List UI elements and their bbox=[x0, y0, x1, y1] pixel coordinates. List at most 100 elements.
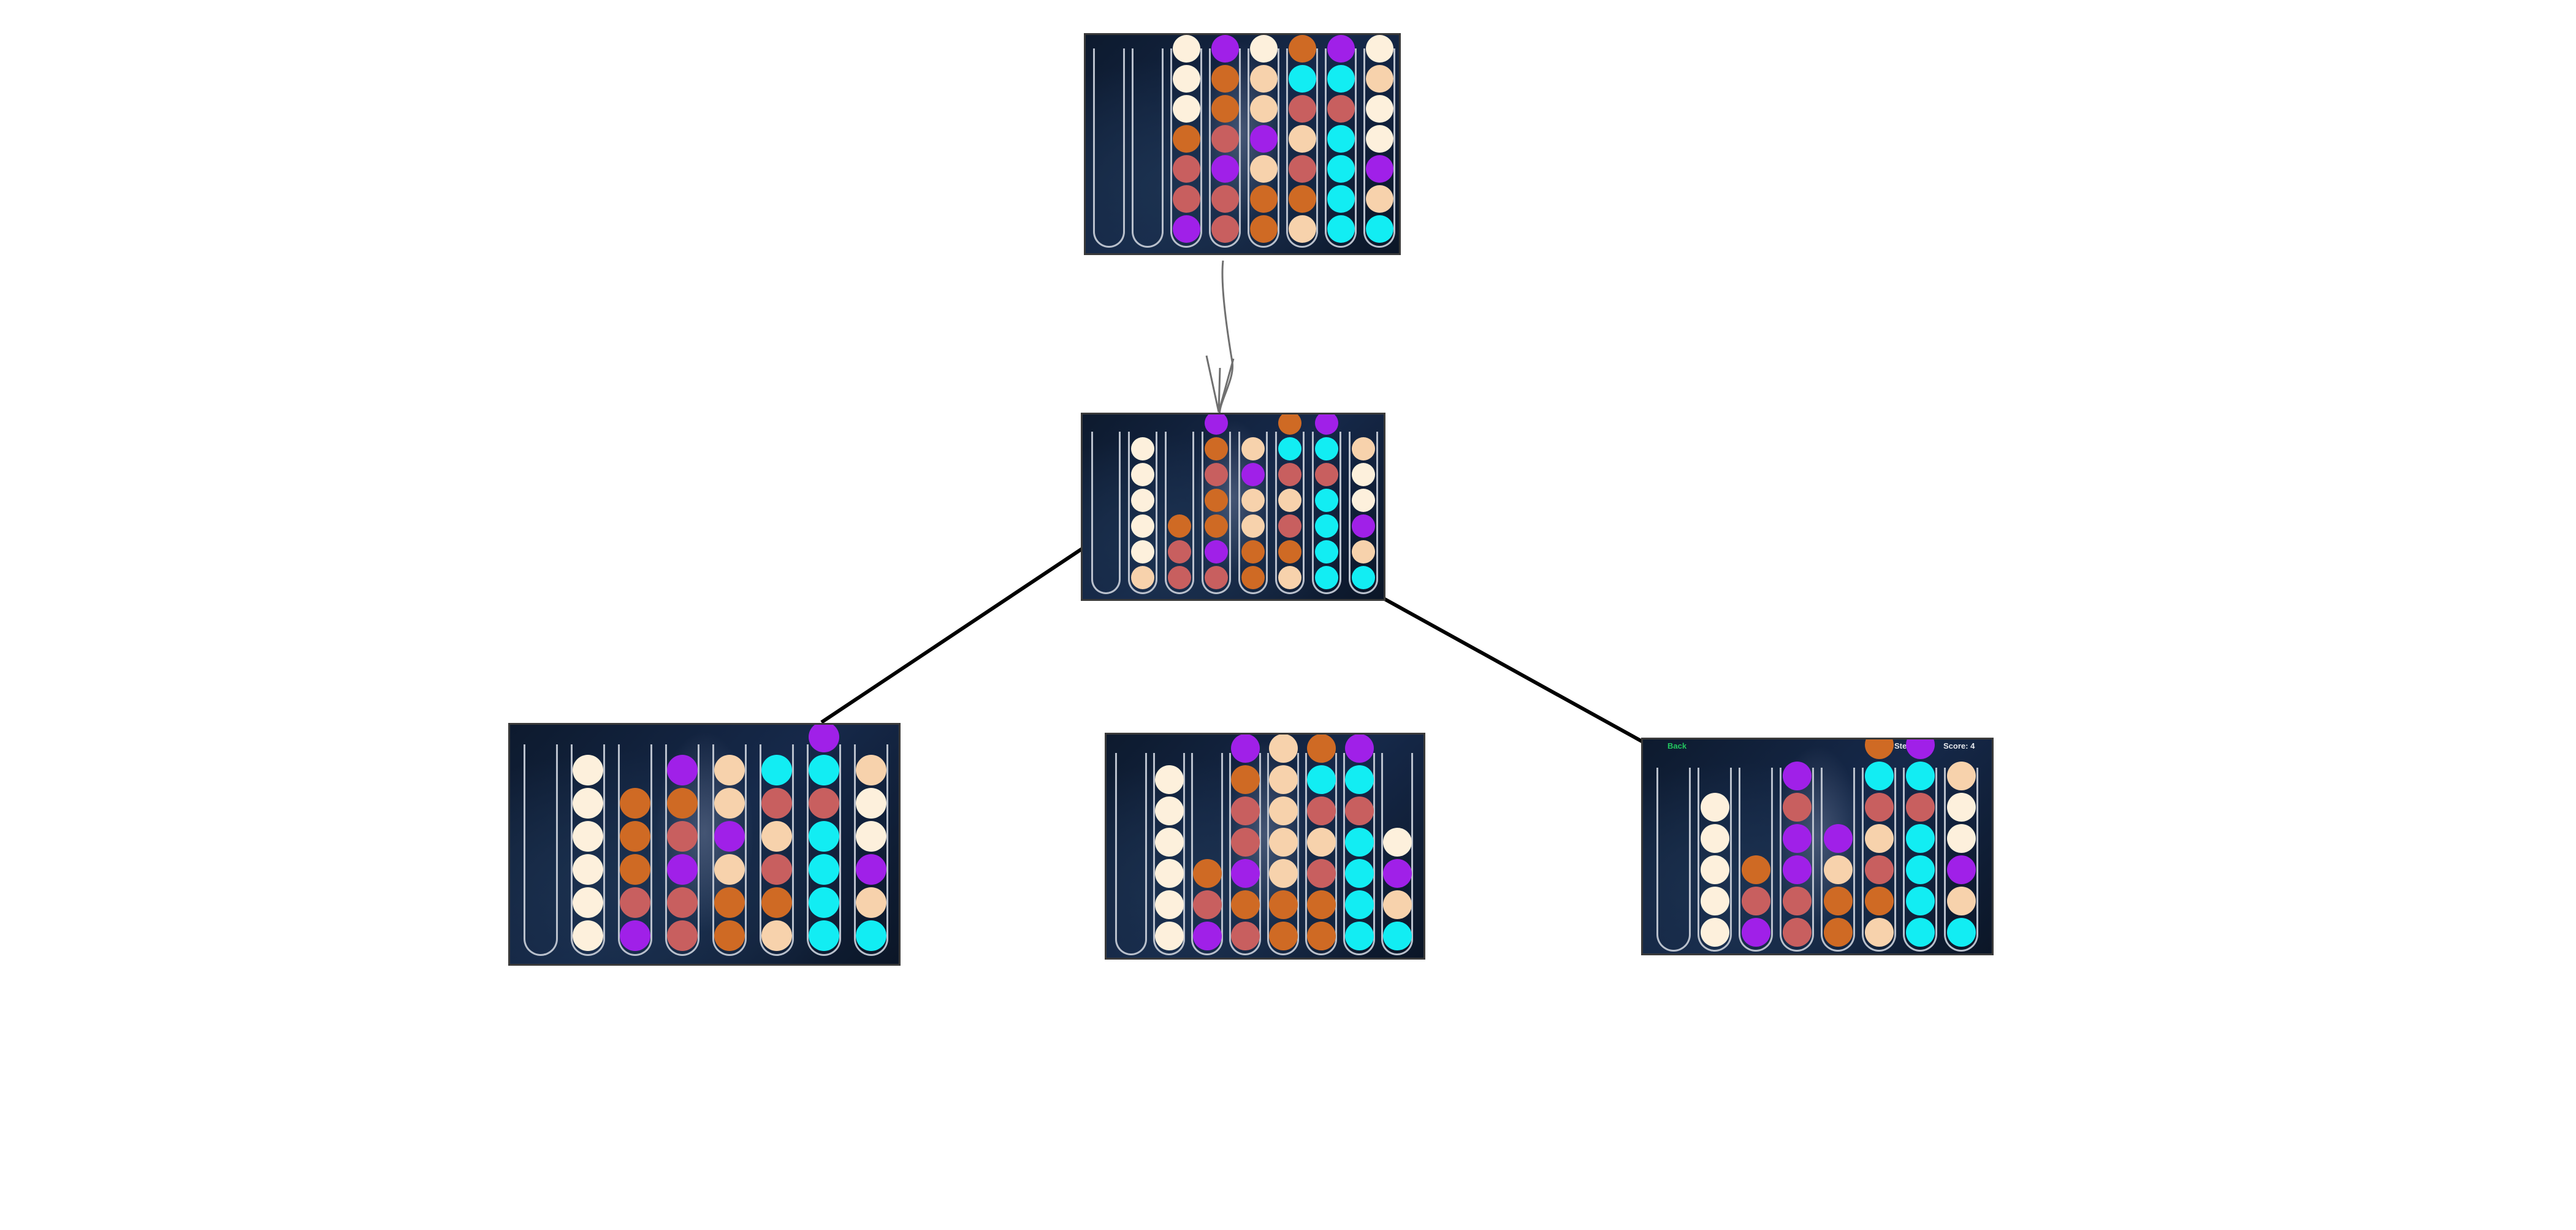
tube[interactable] bbox=[571, 744, 605, 956]
tube[interactable] bbox=[807, 744, 841, 956]
tube[interactable] bbox=[1363, 48, 1395, 248]
ball-cream bbox=[573, 788, 603, 819]
ball-purple bbox=[1205, 414, 1228, 435]
ball-orange bbox=[1278, 540, 1301, 563]
ball-rose bbox=[1315, 463, 1338, 486]
ball-cream bbox=[1154, 796, 1184, 825]
ball-cyan bbox=[1315, 514, 1338, 538]
ball-purple bbox=[1211, 155, 1239, 183]
tube[interactable] bbox=[1229, 753, 1261, 955]
tube[interactable] bbox=[1944, 768, 1978, 952]
ball-purple bbox=[1327, 35, 1355, 63]
ball-cyan bbox=[1327, 65, 1355, 93]
tube[interactable] bbox=[1128, 432, 1157, 594]
ball-purple bbox=[667, 755, 698, 785]
score-counter: Score: 4 bbox=[1943, 741, 1975, 751]
ball-peach bbox=[856, 755, 886, 785]
tube[interactable] bbox=[1132, 48, 1164, 248]
ball-cyan bbox=[809, 755, 839, 785]
tube[interactable] bbox=[1381, 753, 1413, 955]
tube[interactable] bbox=[1286, 48, 1318, 248]
edge-left bbox=[820, 547, 1083, 724]
tube[interactable] bbox=[1209, 48, 1241, 248]
ball-cream bbox=[1131, 463, 1154, 486]
tube[interactable] bbox=[712, 744, 747, 956]
tube[interactable] bbox=[1170, 48, 1202, 248]
ball-orange bbox=[1249, 215, 1278, 243]
tube[interactable] bbox=[1698, 768, 1732, 952]
ball-purple bbox=[1352, 514, 1375, 538]
ball-rose bbox=[1306, 796, 1336, 825]
ball-purple bbox=[1249, 125, 1278, 153]
tube[interactable] bbox=[1248, 48, 1279, 248]
ball-purple bbox=[1946, 855, 1976, 884]
tube[interactable] bbox=[665, 744, 699, 956]
ball-peach bbox=[1365, 65, 1393, 93]
ball-orange bbox=[1241, 540, 1265, 563]
ball-rose bbox=[1864, 793, 1894, 822]
tube[interactable] bbox=[1312, 432, 1341, 594]
tube[interactable] bbox=[1739, 768, 1773, 952]
tube[interactable] bbox=[1903, 768, 1937, 952]
tube[interactable] bbox=[1349, 432, 1378, 594]
ball-purple bbox=[1365, 155, 1393, 183]
ball-cyan bbox=[1905, 918, 1935, 947]
ball-rose bbox=[1211, 125, 1239, 153]
ball-cyan bbox=[1905, 887, 1935, 915]
ball-peach bbox=[1241, 437, 1265, 460]
ball-cyan bbox=[1905, 762, 1935, 790]
tube[interactable] bbox=[1115, 753, 1147, 955]
tube[interactable] bbox=[1821, 768, 1855, 952]
tube[interactable] bbox=[1165, 432, 1194, 594]
tube[interactable] bbox=[1091, 432, 1121, 594]
tube[interactable] bbox=[1202, 432, 1231, 594]
ball-cyan bbox=[1315, 566, 1338, 589]
ball-peach bbox=[1268, 859, 1298, 888]
tube[interactable] bbox=[1191, 753, 1223, 955]
ball-purple bbox=[1782, 824, 1812, 853]
tube[interactable] bbox=[1153, 753, 1185, 955]
tube[interactable] bbox=[1343, 753, 1375, 955]
ball-cream bbox=[856, 821, 886, 852]
ball-peach bbox=[761, 920, 792, 951]
ball-rose bbox=[1168, 540, 1191, 563]
tube[interactable] bbox=[1325, 48, 1357, 248]
ball-rose bbox=[1211, 185, 1239, 213]
ball-cyan bbox=[1864, 762, 1894, 790]
ball-orange bbox=[667, 788, 698, 819]
ball-purple bbox=[856, 854, 886, 885]
tube[interactable] bbox=[854, 744, 888, 956]
ball-cream bbox=[1382, 828, 1412, 857]
ball-orange bbox=[714, 920, 745, 951]
ball-cream bbox=[1700, 855, 1729, 884]
ball-cyan bbox=[1306, 765, 1336, 794]
ball-purple bbox=[809, 725, 839, 752]
ball-peach bbox=[1823, 855, 1853, 884]
ball-cyan bbox=[1352, 566, 1375, 589]
ball-peach bbox=[1268, 765, 1298, 794]
ball-rose bbox=[1205, 566, 1228, 589]
tube[interactable] bbox=[1780, 768, 1814, 952]
tube[interactable] bbox=[1267, 753, 1299, 955]
tube[interactable] bbox=[1862, 768, 1896, 952]
ball-purple bbox=[1782, 762, 1812, 790]
ball-orange bbox=[1205, 514, 1228, 538]
ball-cyan bbox=[809, 854, 839, 885]
back-button[interactable]: Back bbox=[1667, 741, 1687, 751]
tube[interactable] bbox=[524, 744, 558, 956]
tube[interactable] bbox=[1093, 48, 1125, 248]
tube[interactable] bbox=[760, 744, 794, 956]
ball-cream bbox=[573, 755, 603, 785]
tube[interactable] bbox=[1305, 753, 1337, 955]
ball-cream bbox=[573, 887, 603, 918]
tube[interactable] bbox=[1656, 768, 1691, 952]
tube[interactable] bbox=[618, 744, 652, 956]
ball-peach bbox=[714, 755, 745, 785]
ball-cream bbox=[1700, 918, 1729, 947]
ball-cyan bbox=[1344, 890, 1374, 919]
ball-cyan bbox=[1327, 185, 1355, 213]
tube[interactable] bbox=[1275, 432, 1305, 594]
ball-cream bbox=[1172, 65, 1200, 93]
ball-cream bbox=[1131, 514, 1154, 538]
tube[interactable] bbox=[1238, 432, 1268, 594]
